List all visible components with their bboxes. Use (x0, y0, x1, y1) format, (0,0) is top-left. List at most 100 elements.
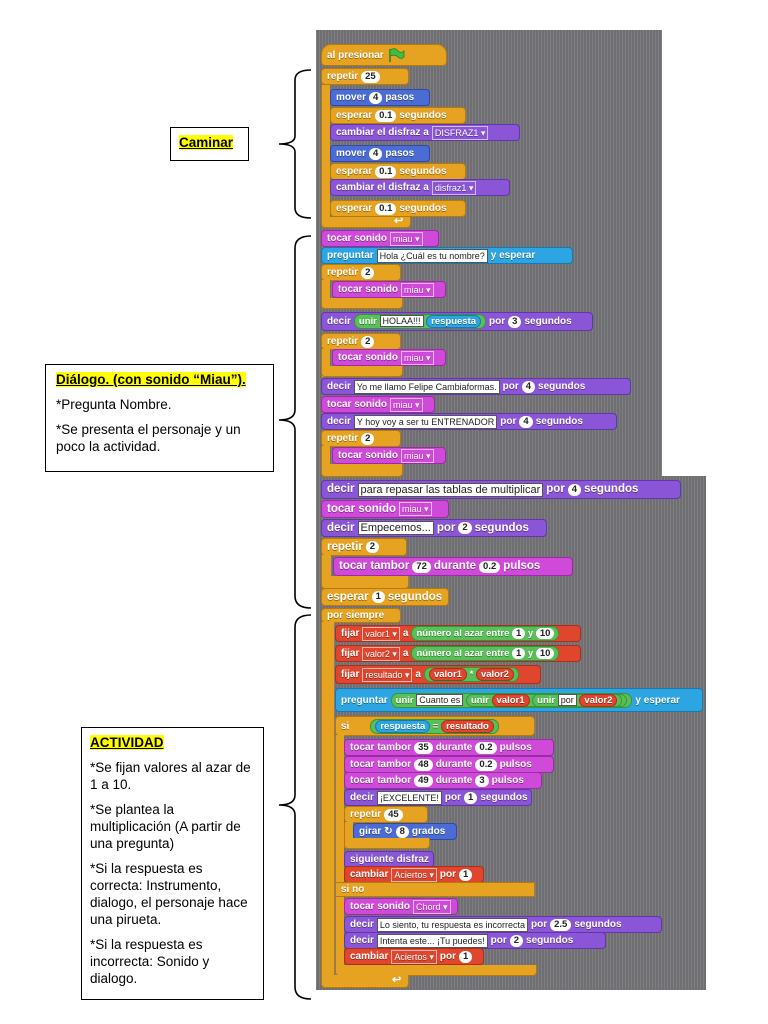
say-text[interactable]: ¡EXCELENTE! (376, 790, 442, 805)
change-value[interactable]: 1 (459, 950, 473, 963)
say-seconds[interactable]: 4 (519, 415, 533, 428)
join-text[interactable]: Cuanto es (416, 693, 464, 706)
variable-reporter[interactable]: valor2 (475, 668, 514, 681)
repeat-count[interactable]: 2 (361, 266, 375, 279)
forever-block[interactable]: por siempre (321, 608, 401, 623)
join-text[interactable]: por (557, 693, 577, 706)
say-text[interactable]: Intenta este... ¡Tu puedes! (376, 933, 488, 948)
answer-reporter[interactable]: respuesta (426, 315, 482, 328)
drum-number[interactable]: 35 (414, 741, 433, 754)
sound-dropdown[interactable]: Chord ▾ (413, 899, 451, 914)
move-steps[interactable]: 4 (369, 147, 383, 160)
say-seconds[interactable]: 4 (521, 380, 536, 393)
say-seconds[interactable]: 2.5 (550, 918, 572, 931)
variable-dropdown[interactable]: resultado ▾ (362, 667, 413, 682)
sound-dropdown[interactable]: miau ▾ (399, 502, 432, 516)
repeat-count[interactable]: 25 (361, 70, 380, 83)
if-else-block[interactable]: si respuesta = resultado (335, 716, 535, 736)
say-text[interactable]: Y hoy voy a ser tu ENTRENADOR (353, 414, 498, 429)
variable-dropdown[interactable]: Aciertos ▾ (391, 867, 437, 882)
say-text[interactable]: para repasar las tablas de multiplicar (357, 482, 544, 497)
sound-dropdown[interactable]: miau ▾ (401, 282, 434, 297)
drum-number[interactable]: 72 (412, 560, 431, 573)
repeat-count[interactable]: 2 (361, 335, 375, 348)
costume-dropdown[interactable]: DISFRAZ1 ▾ (431, 125, 489, 140)
repeat-count[interactable]: 2 (365, 541, 380, 553)
say-seconds[interactable]: 2 (509, 934, 524, 947)
say-text[interactable]: Yo me llamo Felipe Cambiaformas. (353, 379, 500, 394)
random-min[interactable]: 1 (512, 628, 526, 639)
join-text[interactable]: HOLAA!!! (379, 315, 424, 327)
variable-reporter[interactable]: valor1 (428, 668, 467, 681)
costume-dropdown[interactable]: disfraz1 ▾ (431, 180, 477, 195)
move-steps[interactable]: 4 (369, 91, 383, 104)
say-seconds[interactable]: 4 (567, 483, 582, 496)
answer-reporter[interactable]: respuesta (375, 719, 431, 733)
variable-dropdown[interactable]: valor1 ▾ (362, 626, 400, 641)
say-text[interactable]: Lo siento, tu respuesta es incorrecta (376, 917, 528, 932)
variable-reporter[interactable]: valor1 (491, 693, 530, 707)
wait-value[interactable]: 0.1 (375, 165, 397, 178)
drum-beats[interactable]: 0.2 (479, 560, 501, 573)
say-seconds[interactable]: 2 (458, 522, 472, 534)
join-block[interactable]: unir por valor2 (532, 693, 623, 707)
random-block[interactable]: número al azar entre 1 y 10 (411, 626, 560, 641)
ask-text[interactable]: Hola ¿Cuál es tu nombre? (376, 248, 488, 263)
wait-value[interactable]: 0.1 (375, 202, 397, 215)
equals-block[interactable]: respuesta = resultado (370, 718, 499, 734)
say-text[interactable]: Empecemos... (357, 521, 434, 535)
sound-dropdown[interactable]: miau ▾ (401, 350, 434, 365)
repeat-count[interactable]: 2 (361, 432, 375, 445)
random-max[interactable]: 10 (535, 628, 555, 639)
drum-number[interactable]: 48 (414, 758, 433, 771)
random-block[interactable]: número al azar entre 1 y 10 (411, 646, 560, 661)
drum-number[interactable]: 49 (414, 774, 433, 787)
variable-dropdown[interactable]: Aciertos ▾ (391, 949, 437, 964)
drum-beats[interactable]: 3 (475, 774, 489, 787)
drum-beats[interactable]: 0.2 (475, 741, 497, 754)
sound-dropdown[interactable]: miau ▾ (390, 231, 423, 246)
variable-dropdown[interactable]: valor2 ▾ (362, 646, 400, 661)
say-seconds[interactable]: 1 (464, 791, 478, 804)
wait-value[interactable]: 0.1 (375, 109, 397, 122)
random-max[interactable]: 10 (535, 648, 555, 659)
turn-degrees[interactable]: 8 (395, 825, 409, 838)
join-block[interactable]: unir Cuanto es unir valor1 unir por valo… (390, 692, 633, 708)
say-seconds[interactable]: 3 (508, 315, 522, 328)
drum-beats[interactable]: 0.2 (475, 758, 497, 771)
sound-dropdown[interactable]: miau ▾ (401, 448, 434, 463)
